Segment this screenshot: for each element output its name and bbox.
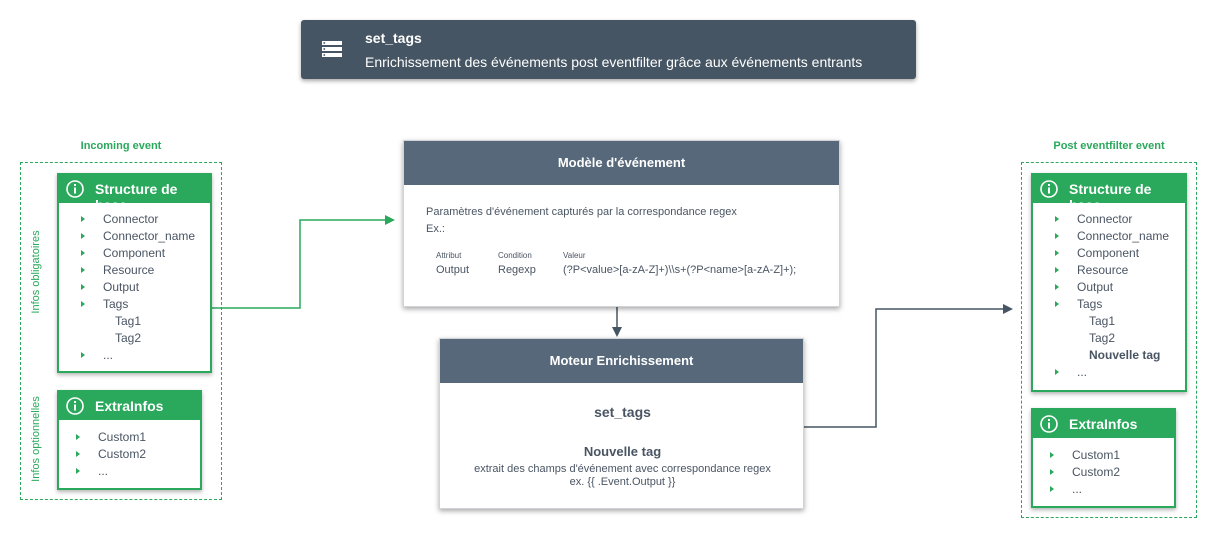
list-item: Resource — [81, 263, 154, 277]
condition-value: Regexp — [498, 264, 536, 276]
list-item: Output — [1055, 280, 1113, 294]
post-base-structure: Structure de base Connector Connector_na… — [1031, 173, 1187, 392]
wire-incoming-to-model — [212, 215, 395, 309]
list-item: Custom1 — [1050, 448, 1120, 462]
info-icon — [1040, 180, 1058, 198]
list-item: Component — [1055, 246, 1139, 260]
incoming-extra-infos: ExtraInfos Custom1 Custom2 ... — [57, 390, 202, 490]
header-banner: set_tags Enrichissement des événements p… — [301, 20, 916, 79]
list-item: Connector — [81, 212, 158, 226]
regex-value: (?P<value>[a-zA-Z]+)\\s+(?P<name>[a-zA-Z… — [563, 264, 797, 276]
event-model-box: Modèle d'événement Paramètres d'événemen… — [403, 140, 840, 307]
post-extra-infos: ExtraInfos Custom1 Custom2 ... — [1031, 408, 1176, 508]
list-item: Custom2 — [76, 447, 146, 461]
extra-infos-title: ExtraInfos — [1069, 416, 1138, 432]
new-tag-description: extrait des champs d'événement avec corr… — [474, 463, 771, 475]
column-header-valeur: Valeur — [563, 251, 586, 260]
tag-item: Tag2 — [1089, 331, 1116, 345]
enrichment-engine-box: Moteur Enrichissement set_tags Nouvelle … — [439, 338, 804, 509]
header-subtitle: Enrichissement des événements post event… — [365, 54, 863, 70]
list-item: Component — [81, 246, 165, 260]
post-event-frame — [1021, 162, 1197, 518]
new-tag-title: Nouvelle tag — [583, 444, 662, 459]
optional-info-label: Infos optionnelles — [30, 396, 42, 482]
list-item: Resource — [1055, 263, 1128, 277]
wire-engine-to-post — [746, 304, 1013, 428]
incoming-event-frame — [20, 162, 222, 500]
list-item: Custom1 — [76, 430, 146, 444]
base-structure-title: Structure de base — [95, 181, 178, 213]
list-item: Output — [81, 280, 139, 294]
event-model-description: Paramètres d'événement capturés par la c… — [426, 206, 737, 218]
list-item: Custom2 — [1050, 465, 1120, 479]
server-list-icon — [322, 41, 342, 57]
list-item: ... — [1055, 365, 1087, 379]
column-header-attribut: Attribut — [436, 251, 462, 260]
enrichment-engine-title: Moteur Enrichissement — [440, 339, 803, 383]
tag-item: Tag2 — [115, 331, 142, 345]
list-item: ... — [76, 464, 108, 478]
extra-infos-title: ExtraInfos — [95, 398, 164, 414]
new-tag-example: ex. {{ .Event.Output }} — [569, 476, 676, 488]
incoming-base-structure: Structure de base Connector Connector_na… — [57, 173, 212, 373]
post-event-label: Post eventfilter event — [1053, 140, 1165, 152]
list-item: ... — [81, 348, 113, 362]
attribut-value: Output — [436, 264, 470, 276]
list-item: Connector_name — [1055, 229, 1169, 243]
list-item: Connector_name — [81, 229, 195, 243]
info-icon — [66, 180, 84, 198]
list-item: Connector — [1055, 212, 1132, 226]
event-model-example-label: Ex.: — [426, 223, 445, 235]
required-info-label: Infos obligatoires — [30, 230, 42, 314]
info-icon — [66, 397, 84, 415]
column-header-condition: Condition — [498, 251, 532, 260]
list-item: ... — [1050, 482, 1082, 496]
tag-item: Tag1 — [115, 314, 142, 328]
incoming-event-label: Incoming event — [80, 140, 162, 152]
base-structure-title: Structure de base — [1069, 181, 1152, 213]
event-model-title: Modèle d'événement — [404, 141, 839, 185]
list-item: Tags — [1055, 297, 1102, 311]
engine-action: set_tags — [594, 404, 651, 420]
info-icon — [1040, 415, 1058, 433]
list-item: Tags — [81, 297, 128, 311]
tag-item: Tag1 — [1089, 314, 1116, 328]
new-tag-item: Nouvelle tag — [1089, 348, 1161, 362]
header-title: set_tags — [365, 30, 422, 46]
